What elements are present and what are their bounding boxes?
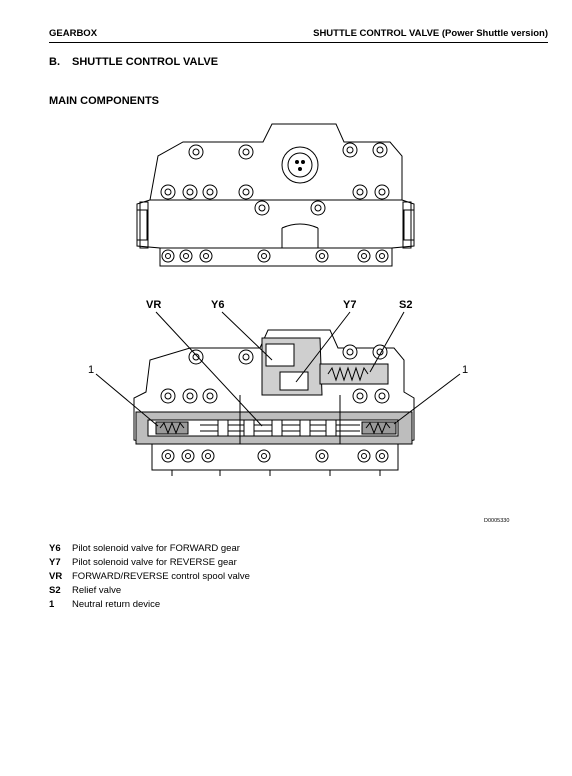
legend-row: VR FORWARD/REVERSE control spool valve [49,570,250,584]
section-heading: B. SHUTTLE CONTROL VALVE [49,56,218,68]
callout-lines [95,311,461,427]
legend-key: Y7 [49,557,61,568]
legend-row: Y6 Pilot solenoid valve for FORWARD gear [49,542,250,556]
legend-text: Relief valve [72,585,122,596]
valve-exterior-view [136,123,415,267]
callout-y7: Y7 [343,299,356,311]
header-rule [49,42,548,43]
subsection-heading: MAIN COMPONENTS [49,95,159,107]
callout-vr: VR [146,299,161,311]
legend-text: FORWARD/REVERSE control spool valve [72,571,250,582]
legend-key: S2 [49,585,61,596]
header-right: SHUTTLE CONTROL VALVE (Power Shuttle ver… [313,28,548,39]
header-left: GEARBOX [49,28,98,39]
legend-key: VR [49,571,63,582]
legend-row: S2 Relief valve [49,584,250,598]
callout-y6: Y6 [211,299,224,311]
section-title: SHUTTLE CONTROL VALVE [72,56,219,68]
legend-key: 1 [49,599,55,610]
section-number: B. [49,56,60,68]
callout-1-left: 1 [88,364,94,376]
callout-1-right: 1 [462,364,468,376]
legend-key: Y6 [49,543,61,554]
figure-code: D0005330 [484,518,509,524]
legend-text: Neutral return device [72,599,161,610]
legend-row: 1 Neutral return device [49,598,250,612]
legend-text: Pilot solenoid valve for REVERSE gear [72,557,237,568]
callout-s2: S2 [399,299,412,311]
valve-section-view [133,329,415,476]
legend-row: Y7 Pilot solenoid valve for REVERSE gear [49,556,250,570]
legend-text: Pilot solenoid valve for FORWARD gear [72,543,240,554]
